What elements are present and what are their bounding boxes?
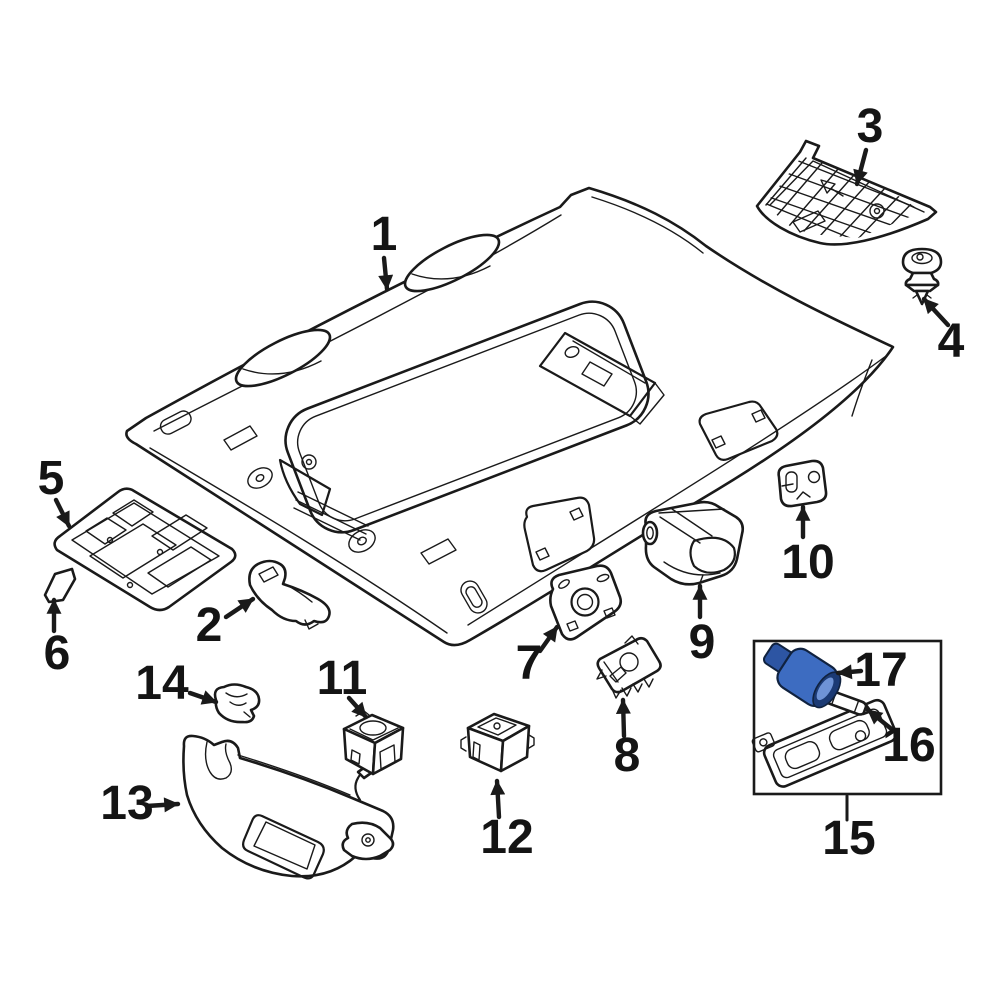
rear-shelf-trim-panel — [755, 139, 938, 246]
callout-8: 8 — [614, 697, 641, 782]
callout-12: 12 — [480, 778, 534, 864]
overhead-console-panel — [53, 487, 237, 612]
callout-12-label: 12 — [480, 811, 533, 864]
callout-12-arrow — [490, 778, 506, 820]
callout-14-label: 14 — [135, 657, 189, 710]
callout-10: 10 — [781, 504, 835, 589]
callout-14-arrow — [187, 690, 219, 705]
headliner-panel — [125, 186, 895, 647]
callout-16: 16 — [865, 707, 936, 772]
callout-1: 1 — [371, 208, 398, 292]
grab-handle-slot-rear — [159, 410, 192, 435]
callout-1-arrow — [378, 255, 394, 292]
callout-3-label: 3 — [857, 100, 884, 153]
callout-7-label: 7 — [516, 637, 543, 690]
lamp-housing — [751, 698, 898, 788]
reading-lamp-unit — [641, 500, 745, 586]
callout-2: 2 — [196, 596, 256, 652]
callout-15: 15 — [822, 794, 876, 865]
grab-handle — [248, 559, 331, 630]
callout-13-label: 13 — [100, 777, 153, 830]
dome-lamp — [549, 564, 623, 641]
callout-13: 13 — [100, 777, 181, 830]
trim-clip — [901, 247, 943, 306]
panel-arrow-mark — [820, 179, 844, 197]
mounting-bracket — [777, 459, 828, 508]
callout-11-arrow — [346, 695, 369, 720]
bulb-socket-highlighted — [762, 642, 842, 709]
switch-left — [342, 710, 405, 776]
callout-1-label: 1 — [371, 208, 398, 261]
callout-4-label: 4 — [938, 315, 965, 368]
callout-17-arrow — [835, 664, 864, 680]
callout-5: 5 — [38, 452, 72, 529]
callout-7-arrow — [537, 624, 560, 654]
callout-3-arrow — [853, 147, 869, 187]
callout-7: 7 — [516, 624, 560, 690]
callout-2-arrow — [223, 596, 256, 620]
callout-17-label: 17 — [854, 644, 907, 697]
callout-15-label: 15 — [822, 812, 875, 865]
callout-6: 6 — [44, 597, 71, 680]
callout-17: 17 — [835, 644, 908, 697]
lamp-recess-front — [523, 496, 596, 573]
callout-5-label: 5 — [38, 452, 65, 505]
callout-8-arrow — [615, 697, 631, 739]
callout-5-arrow — [53, 497, 72, 529]
lamp-recess-rear — [698, 400, 779, 461]
front-header-details — [247, 458, 488, 614]
callout-14: 14 — [135, 657, 219, 710]
callout-6-label: 6 — [44, 627, 71, 680]
grommet — [301, 454, 317, 470]
lamp-bracket — [596, 635, 662, 699]
callouts: 1 2 3 4 5 6 7 8 — [38, 100, 965, 865]
callout-9: 9 — [689, 583, 716, 669]
callout-3: 3 — [853, 100, 884, 187]
callout-9-label: 9 — [689, 616, 716, 669]
callout-13-arrow — [144, 797, 181, 813]
roof-bow-left — [234, 328, 332, 388]
callout-8-label: 8 — [614, 729, 641, 782]
callout-11-label: 11 — [317, 652, 368, 705]
callout-10-label: 10 — [781, 536, 834, 589]
visor-clip — [213, 683, 261, 724]
callout-16-arrow — [865, 707, 897, 734]
sun-visor — [182, 734, 395, 880]
rear-cutout-rect — [223, 425, 258, 451]
switch-right — [460, 712, 535, 773]
callout-16-label: 16 — [882, 719, 935, 772]
callout-11: 11 — [317, 652, 369, 720]
console-mount-frame — [538, 331, 665, 425]
visor-mirror — [242, 814, 325, 880]
callout-4-arrow — [921, 296, 951, 328]
trim-wedge — [43, 567, 77, 604]
roof-bow-right — [403, 233, 501, 293]
callout-4: 4 — [921, 296, 965, 368]
callout-2-label: 2 — [196, 599, 223, 652]
